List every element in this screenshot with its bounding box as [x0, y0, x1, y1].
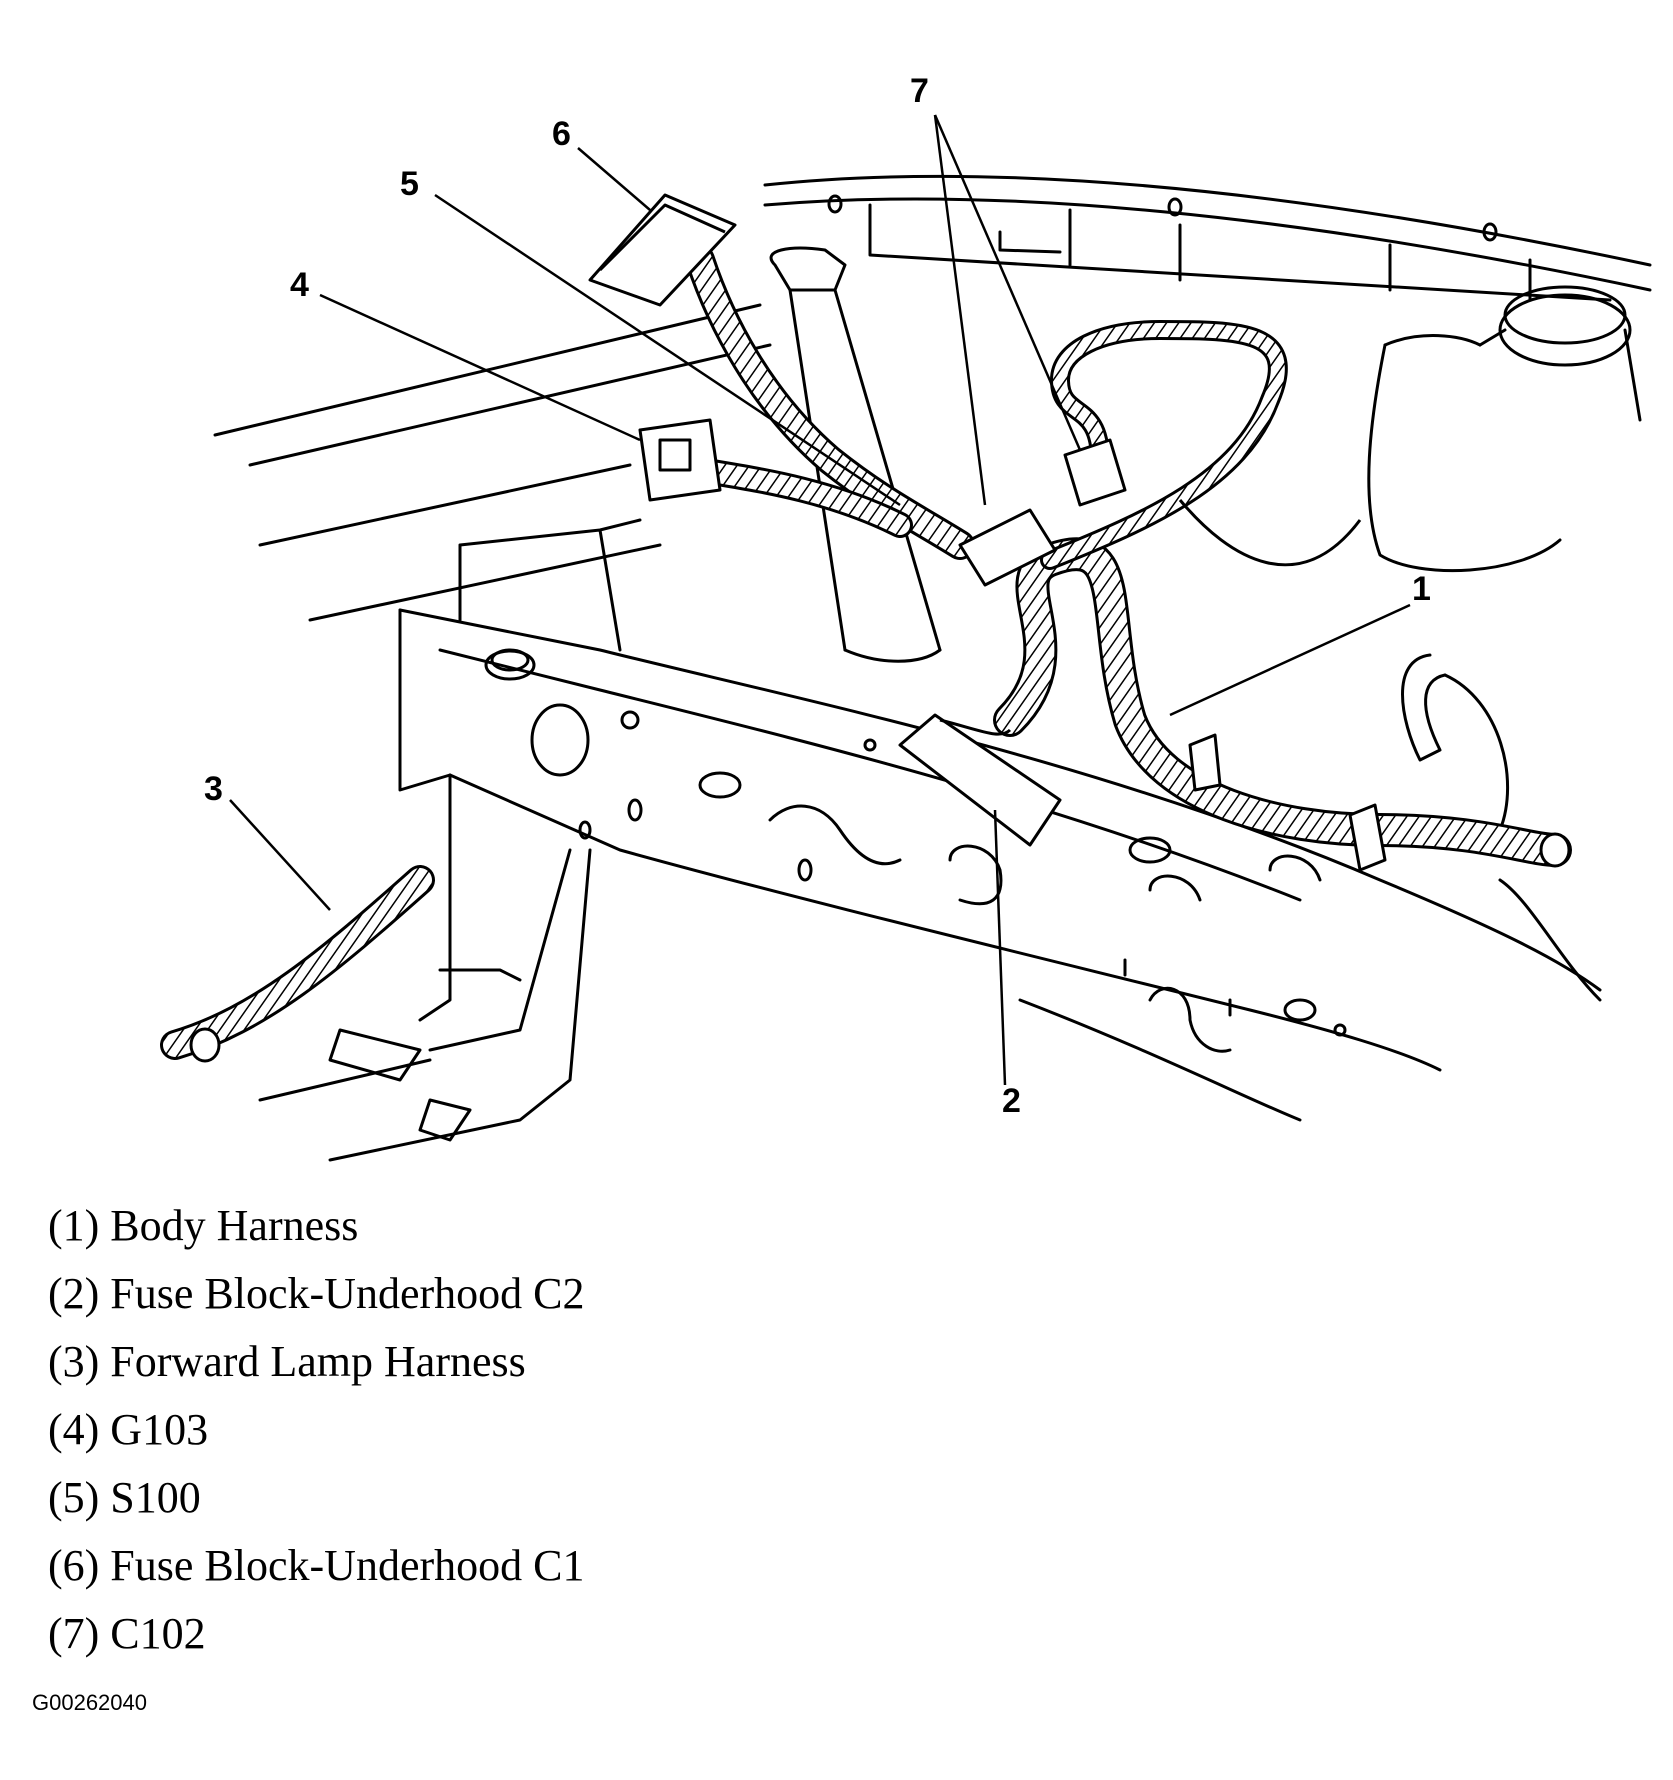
- legend-list: (1) Body Harness (2) Fuse Block-Underhoo…: [48, 1192, 585, 1668]
- legend-item-5: (5) S100: [48, 1473, 201, 1522]
- fuse-block-c1-connector: [588, 193, 737, 307]
- callout-numbers: 1 2 3 4 5 6 7: [204, 72, 1431, 1120]
- callout-3: 3: [204, 770, 223, 808]
- c102-connector: [958, 508, 1057, 587]
- legend-item-1: (1) Body Harness: [48, 1201, 359, 1250]
- body-harness: [993, 537, 1572, 867]
- legend-item-2: (2) Fuse Block-Underhood C2: [48, 1269, 585, 1318]
- callout-5: 5: [400, 165, 419, 203]
- legend-item-4: (4) G103: [48, 1405, 209, 1454]
- wiring-harnesses: [160, 245, 1572, 1063]
- fuse-block-c2-connector: [898, 713, 1062, 847]
- legend-item-3: (3) Forward Lamp Harness: [48, 1337, 526, 1386]
- harness-diagram: 1 2 3 4 5 6 7: [160, 72, 1652, 1162]
- leader-lines: [229, 114, 1411, 1086]
- connectors: [588, 193, 1387, 872]
- callout-7: 7: [910, 72, 929, 110]
- body-structure: [213, 174, 1652, 1162]
- legend-item-7: (7) C102: [48, 1609, 206, 1658]
- figure-id: G00262040: [32, 1690, 147, 1715]
- callout-1: 1: [1412, 570, 1431, 608]
- callout-6: 6: [552, 115, 571, 153]
- callout-2: 2: [1002, 1082, 1021, 1120]
- legend-item-6: (6) Fuse Block-Underhood C1: [48, 1541, 585, 1590]
- callout-4: 4: [290, 266, 309, 304]
